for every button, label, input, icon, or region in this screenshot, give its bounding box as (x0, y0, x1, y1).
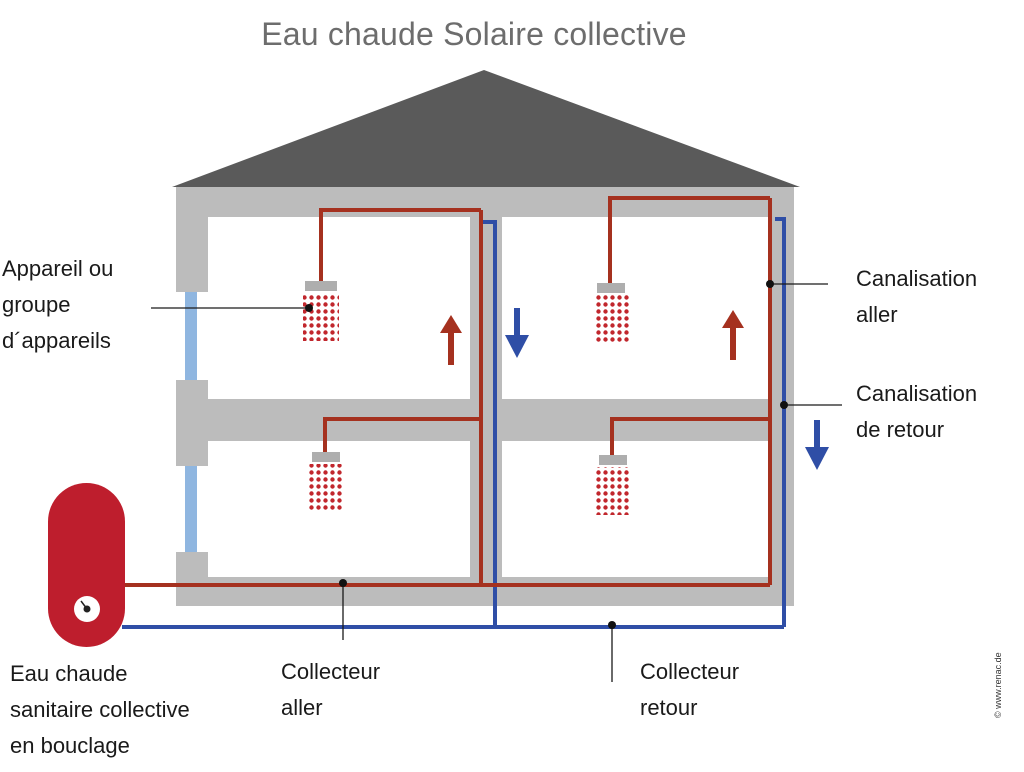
supply-pipes (122, 196, 772, 587)
shower-head-icon (303, 281, 339, 341)
down-arrow-icon (805, 420, 829, 470)
shower-head-icon (594, 283, 630, 343)
label-appliance: Appareil ou groupe d´appareils (2, 251, 113, 359)
label-return-pipe: Canalisation de retour (856, 376, 977, 448)
down-arrow-icon (505, 308, 529, 358)
up-arrow-icon (722, 310, 744, 360)
label-supply-collector-line-2: aller (281, 695, 323, 720)
return-pipe-center (483, 220, 497, 627)
label-return-pipe-line-2: de retour (856, 417, 945, 442)
riser-pipe-lower (185, 466, 197, 552)
label-return-collector-line-1: Collecteur (640, 659, 740, 684)
label-appliance-line-3: d´appareils (2, 328, 111, 353)
label-supply-collector-line-1: Collecteur (281, 659, 381, 684)
shower-head-icon (595, 455, 631, 515)
up-arrow-icon (440, 315, 462, 365)
credit-text: © www.renac.de (993, 652, 1003, 718)
supply-branch-top-right (608, 196, 770, 283)
leader-dots (305, 280, 788, 629)
supply-branch-bottom-right (610, 417, 770, 455)
label-supply-pipe-line-2: aller (856, 302, 898, 327)
label-supply-pipe-line-1: Canalisation (856, 266, 978, 291)
supply-branch-bottom-left (323, 417, 481, 452)
label-supply-collector: Collecteur aller (281, 654, 380, 726)
label-tank-line-2: sanitaire collective (10, 697, 190, 722)
room-bottom-right (502, 441, 768, 577)
return-pipe-right (775, 217, 786, 627)
floor-slab-end (176, 380, 208, 466)
label-return-pipe-line-1: Canalisation (856, 381, 978, 406)
hot-water-tank (48, 483, 125, 647)
leader-lines (151, 283, 842, 682)
label-appliance-line-1: Appareil ou (2, 256, 114, 281)
diagram-title: Eau chaude Solaire collective (261, 16, 687, 52)
room-top-right (502, 217, 768, 399)
label-supply-pipe: Canalisation aller (856, 261, 977, 333)
label-tank: Eau chaude sanitaire collective en boucl… (10, 656, 190, 764)
label-appliance-line-2: groupe (2, 292, 71, 317)
label-return-collector: Collecteur retour (640, 654, 739, 726)
label-tank-line-3: en bouclage (10, 733, 130, 758)
label-tank-line-1: Eau chaude (10, 661, 128, 686)
supply-branch-top-left (319, 208, 481, 283)
riser-pipe-upper (185, 292, 197, 380)
thermometer-icon (74, 596, 100, 622)
roof (172, 70, 800, 187)
shower-head-icon (308, 452, 344, 512)
return-pipes (122, 217, 786, 629)
label-return-collector-line-2: retour (640, 695, 698, 720)
